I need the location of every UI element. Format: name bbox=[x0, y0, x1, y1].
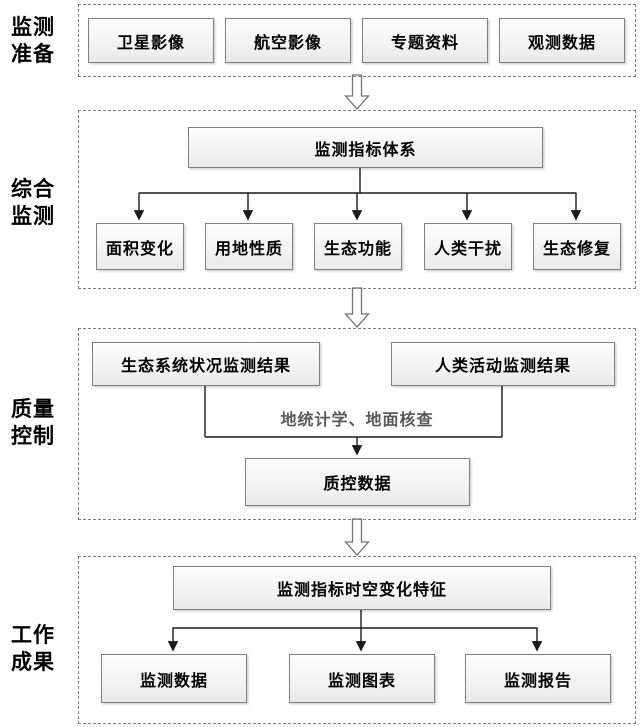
node-monitoring-charts: 监测图表 bbox=[289, 654, 435, 703]
node-eco-restoration: 生态修复 bbox=[533, 223, 621, 270]
flow-arrow-3 bbox=[344, 518, 370, 556]
node-spatiotemporal-features: 监测指标时空变化特征 bbox=[173, 566, 551, 610]
stage-label-work-results: 工作 成果 bbox=[11, 623, 55, 674]
section-quality-control bbox=[78, 328, 636, 520]
node-observation-data: 观测数据 bbox=[499, 18, 625, 63]
section-comprehensive-monitoring bbox=[78, 110, 636, 289]
node-land-use-nature: 用地性质 bbox=[205, 223, 293, 270]
node-area-change: 面积变化 bbox=[96, 223, 184, 270]
node-monitoring-report: 监测报告 bbox=[465, 654, 611, 703]
method-label-geostatistics-ground-check: 地统计学、地面核查 bbox=[280, 412, 434, 429]
node-qc-data: 质控数据 bbox=[245, 458, 470, 506]
node-human-disturbance: 人类干扰 bbox=[424, 223, 512, 270]
stage-label-monitoring-prep: 监测 准备 bbox=[11, 15, 55, 66]
node-indicator-system: 监测指标体系 bbox=[188, 127, 543, 168]
section-work-results bbox=[78, 556, 636, 724]
node-human-activity-result: 人类活动监测结果 bbox=[391, 342, 615, 386]
flow-arrow-1 bbox=[344, 74, 370, 110]
node-thematic-data: 专题资料 bbox=[362, 18, 488, 63]
flow-arrow-2 bbox=[344, 287, 370, 328]
node-ecosystem-status-result: 生态系统状况监测结果 bbox=[92, 342, 320, 386]
node-aerial-imagery: 航空影像 bbox=[225, 18, 351, 63]
node-satellite-imagery: 卫星影像 bbox=[88, 18, 214, 63]
section-monitoring-prep bbox=[78, 4, 636, 77]
stage-label-comprehensive-monitoring: 综合 监测 bbox=[11, 177, 55, 228]
node-eco-function: 生态功能 bbox=[314, 223, 402, 270]
stage-label-quality-control: 质量 控制 bbox=[11, 397, 55, 448]
node-monitoring-data: 监测数据 bbox=[101, 654, 247, 703]
